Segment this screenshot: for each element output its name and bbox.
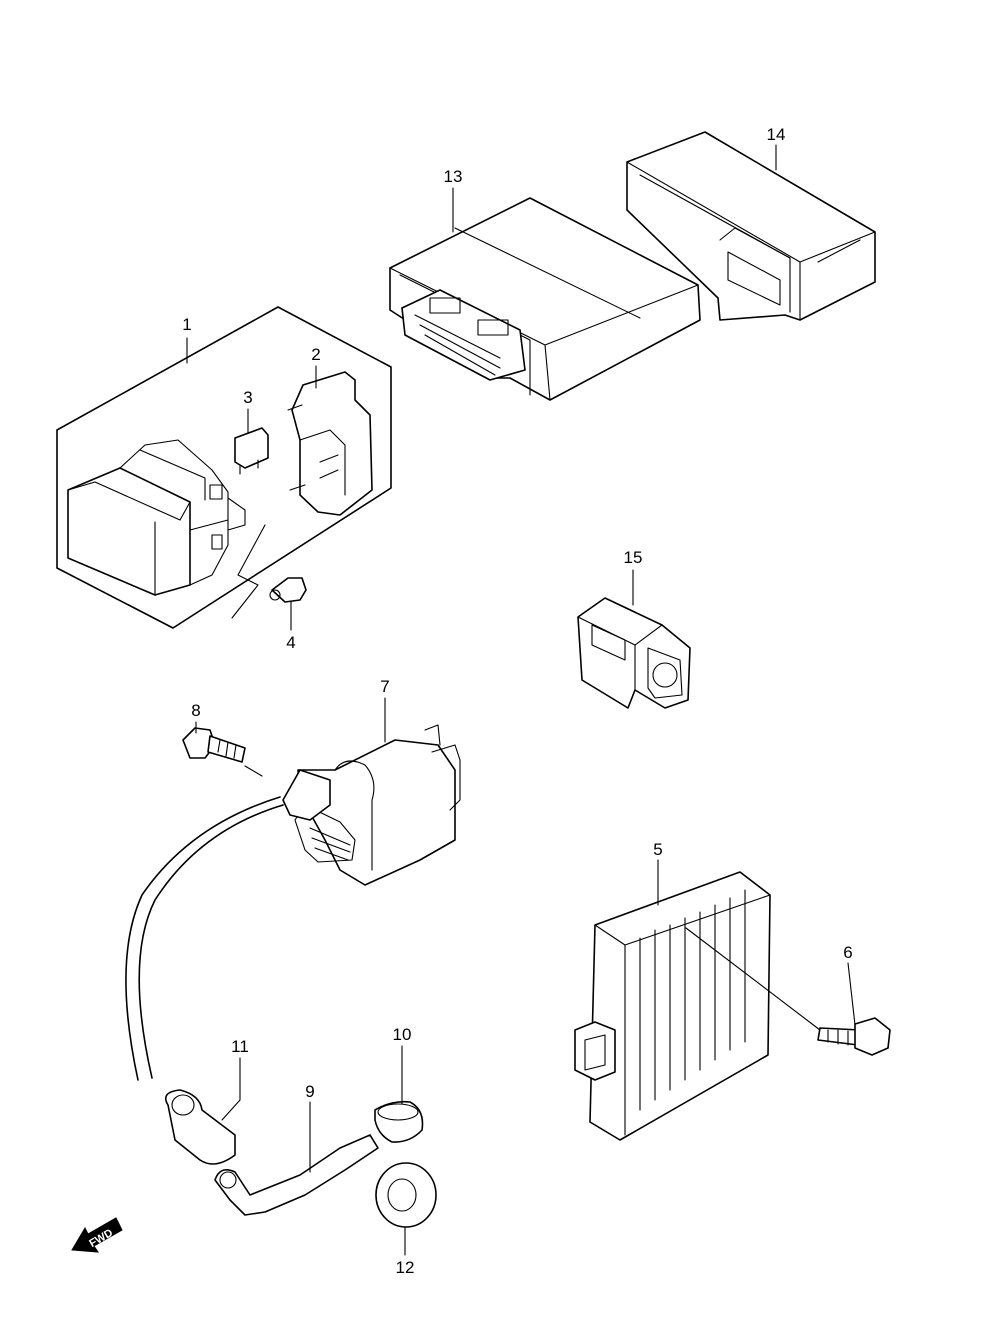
- callout-8: 8: [191, 701, 200, 720]
- part-6-bolt[interactable]: [817, 1017, 891, 1056]
- callout-13: 13: [444, 167, 463, 186]
- part-5-regulator-rectifier[interactable]: [574, 871, 771, 1141]
- part-12-grommet[interactable]: [375, 1162, 437, 1228]
- part-13-ecu[interactable]: [389, 197, 701, 401]
- part-4-screw[interactable]: [269, 577, 307, 603]
- part-3-fuse[interactable]: [234, 427, 269, 475]
- callout-12: 12: [396, 1258, 415, 1277]
- callout-4: 4: [286, 633, 295, 652]
- callout-11: 11: [231, 1037, 249, 1056]
- part-11-cap[interactable]: [164, 1089, 236, 1165]
- callout-1: 1: [182, 315, 191, 334]
- callout-5: 5: [653, 840, 662, 859]
- part-15-relay[interactable]: [577, 597, 691, 709]
- fwd-label: FWD: [87, 1227, 115, 1250]
- part-14-ecu-cover[interactable]: [626, 131, 876, 321]
- callout-2: 2: [311, 345, 320, 364]
- leader-lines: [186, 144, 856, 1256]
- callout-10: 10: [393, 1025, 412, 1044]
- callout-9: 9: [305, 1082, 314, 1101]
- part-2-fuse-cover[interactable]: [287, 371, 373, 516]
- fwd-arrow-icon: FWD: [71, 1217, 123, 1253]
- callout-labels: 1 2 3 4 5 6 7 8 9 10 11 12 13 14 15: [182, 125, 852, 1277]
- callout-15: 15: [624, 548, 643, 567]
- part-7-ignition-coil[interactable]: [125, 724, 461, 1081]
- part-8-bolt[interactable]: [182, 727, 246, 763]
- callout-14: 14: [767, 125, 786, 144]
- part-10-seal[interactable]: [374, 1100, 424, 1143]
- callout-6: 6: [843, 943, 852, 962]
- part-1-relay-assembly[interactable]: [56, 306, 392, 629]
- callout-7: 7: [380, 677, 389, 696]
- callout-3: 3: [243, 388, 252, 407]
- part-9-plug-cap[interactable]: [214, 1134, 379, 1216]
